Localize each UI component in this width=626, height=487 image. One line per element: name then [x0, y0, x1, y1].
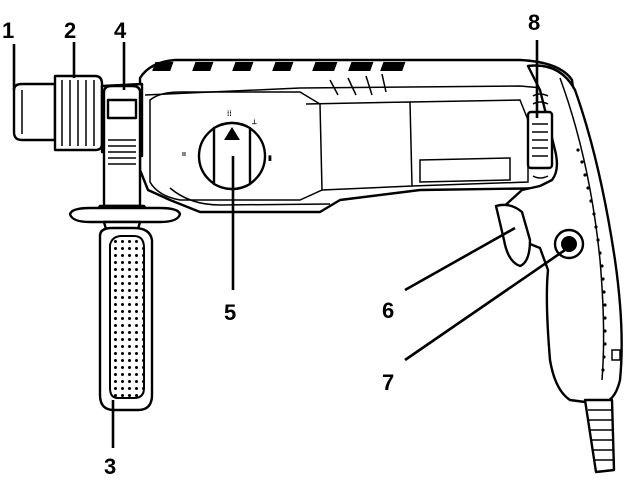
auxiliary-handle [68, 206, 182, 412]
callout-labels: 1 2 3 4 5 6 7 8 [2, 10, 540, 479]
leader-7 [404, 248, 566, 362]
callout-7: 7 [382, 370, 394, 395]
leader-lines [12, 40, 566, 448]
chisel-mode-icon: ▮ [268, 155, 272, 162]
hammer-drill-mode-icon: ⟂ [251, 119, 257, 126]
locking-sleeve [53, 74, 104, 152]
vent-slots [152, 62, 406, 96]
callout-1: 1 [2, 18, 14, 43]
power-cable-sleeve [583, 398, 616, 474]
on-off-switch [494, 203, 532, 268]
leader-6 [404, 226, 516, 292]
tool-chuck [12, 82, 57, 142]
rear-handle [494, 64, 623, 474]
callout-6: 6 [382, 298, 394, 323]
callout-5: 5 [224, 300, 236, 325]
chisel-adjust-icon: ıı [182, 151, 186, 158]
callout-4: 4 [114, 18, 127, 43]
reversing-switch [526, 93, 554, 179]
callout-3: 3 [104, 454, 116, 479]
callout-8: 8 [528, 10, 540, 35]
callout-2: 2 [64, 18, 76, 43]
drill-mode-icon: ⁞⁞ [227, 111, 232, 118]
